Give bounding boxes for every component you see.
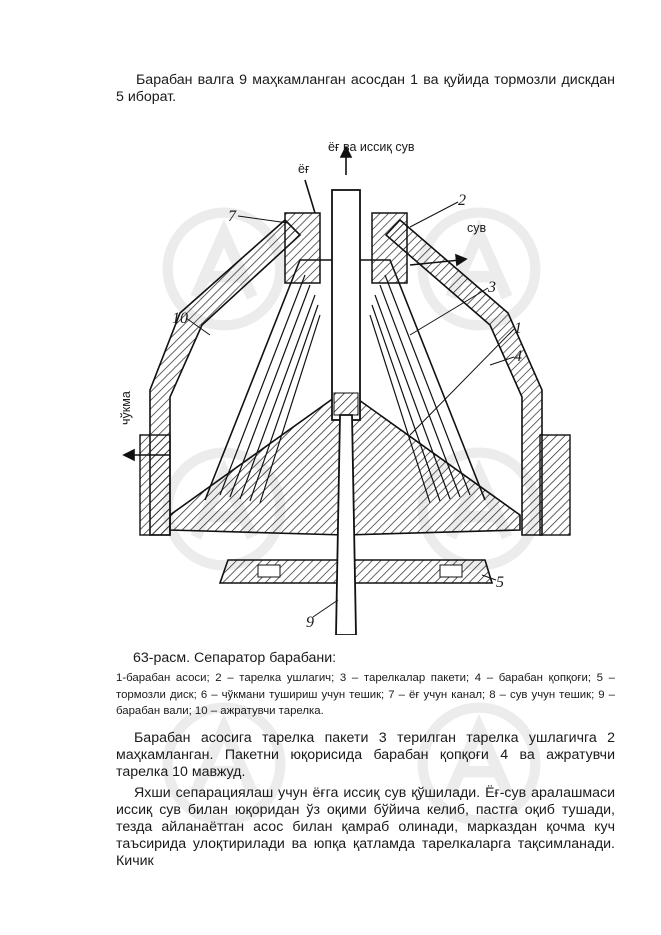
left-side-block [139,434,171,536]
callout-3: 3 [487,279,496,296]
intro-paragraph: Барабан валга 9 маҳкамланган асосдан 1 в… [116,72,615,105]
watermark-logo [162,702,286,826]
brake-disk-housing [218,559,494,584]
drum-neck-left [284,212,321,284]
callout-4: 4 [514,348,522,365]
drum-shaft [335,414,357,635]
body-paragraph-1: Барабан асосига тарелка пакети 3 терилга… [116,730,615,780]
watermark-logo [417,207,541,331]
central-tube [331,189,361,421]
watermark-logo [417,702,541,826]
figure-caption-legend: 1-барабан асоси; 2 – тарелка ушлагич; 3 … [116,672,615,717]
right-side-block [539,434,571,536]
flow-arrows [122,145,468,462]
figure-caption-title: 63-расм. Сепаратор барабани: [133,650,337,666]
callout-9: 9 [306,614,314,631]
callout-5: 5 [496,574,504,591]
separator-drum-figure: ёғ ва иссиқ сув ёғ сув чўкма 7 2 3 1 10 … [119,140,571,635]
drum-neck-right [371,212,408,284]
label-oil-and-water: ёғ ва иссиқ сув [328,140,415,154]
callout-2: 2 [458,192,466,209]
callout-10: 10 [172,310,188,327]
label-water: сув [467,221,487,235]
callout-7: 7 [228,208,237,225]
callout-1: 1 [514,320,522,337]
label-sediment: чўкма [119,391,133,425]
label-oil: ёғ [298,162,310,176]
body-paragraph-2: Яхши сепарациялаш учун ёғга иссиқ сув қў… [116,785,615,869]
